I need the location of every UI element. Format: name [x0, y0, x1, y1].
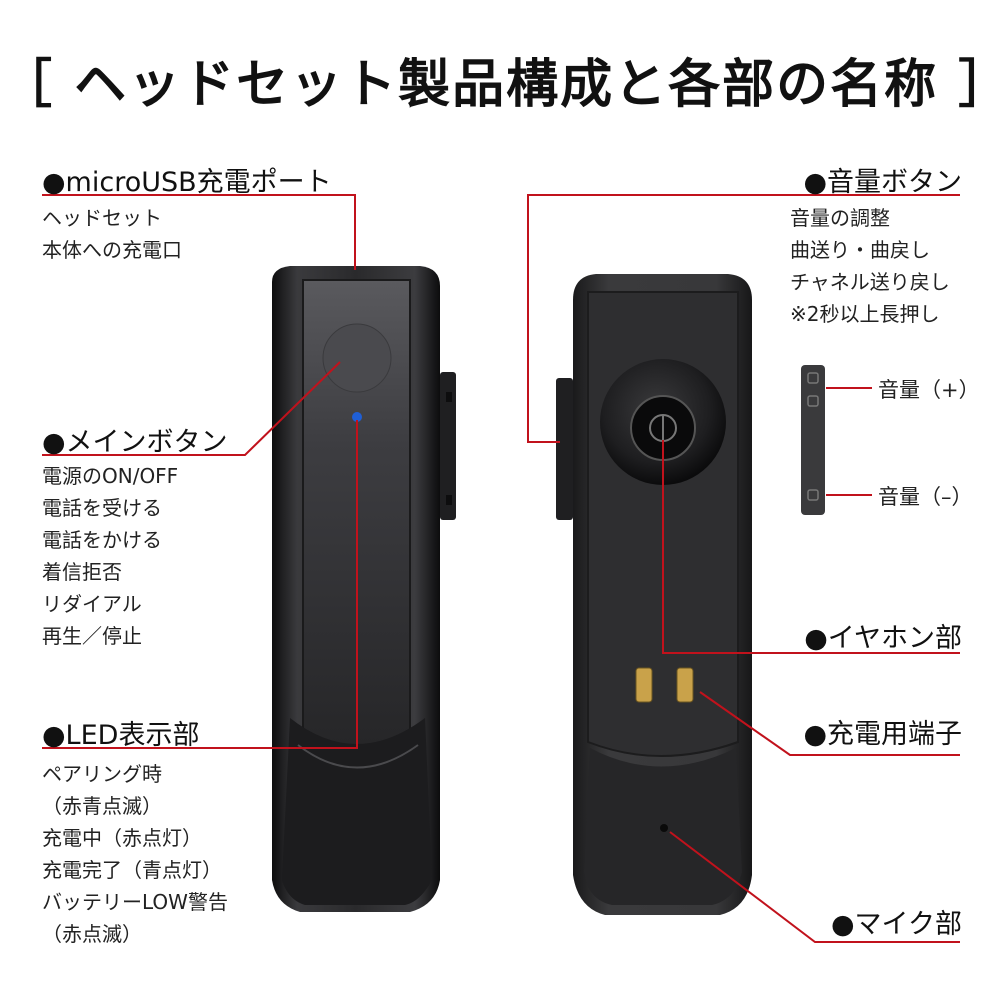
main-button-desc-line: 再生／停止 [42, 624, 142, 648]
volume-button-desc-line: ※2秒以上長押し [790, 302, 940, 326]
leader-lines [42, 194, 960, 943]
volume-strip [801, 365, 825, 515]
main-button-desc-line: 電話をかける [42, 528, 162, 552]
led-desc-line: 充電中（赤点灯） [42, 826, 202, 850]
led-desc-line: （赤点滅） [42, 922, 142, 946]
mic-heading: ●マイク部 [830, 909, 962, 940]
headset-front-view [272, 266, 456, 912]
volume-button-desc: 音量の調整 曲送り・曲戻し チャネル送り戻し ※2秒以上長押し [790, 202, 950, 330]
led-desc: ペアリング時 （赤青点滅） 充電中（赤点灯） 充電完了（青点灯） バッテリーLO… [42, 758, 228, 950]
led-indicator [352, 412, 362, 422]
usb-port-desc-line: 本体への充電口 [42, 238, 182, 262]
main-button-desc-line: 電源のON/OFF [42, 464, 179, 488]
usb-port-desc-line: ヘッドセット [42, 206, 162, 230]
earphone-heading: ●イヤホン部 [804, 623, 962, 654]
main-button-desc: 電源のON/OFF 電話を受ける 電話をかける 着信拒否 リダイアル 再生／停止 [42, 460, 178, 652]
main-button-desc-line: リダイアル [42, 592, 142, 616]
volume-down-label: 音量（–） [878, 485, 973, 509]
headset-back-view [556, 274, 752, 915]
led-desc-line: 充電完了（青点灯） [42, 858, 222, 882]
volume-button-desc-line: 音量の調整 [790, 206, 890, 230]
volume-up-label: 音量（+） [878, 378, 980, 402]
main-button-desc-line: 電話を受ける [42, 496, 162, 520]
main-button-heading: ●メインボタン [42, 427, 228, 458]
volume-button-heading: ●音量ボタン [803, 167, 962, 198]
volume-button-desc-line: 曲送り・曲戻し [790, 238, 930, 262]
main-button-desc-line: 着信拒否 [42, 560, 122, 584]
usb-port-heading: ●microUSB充電ポート [42, 167, 332, 198]
usb-port-desc: ヘッドセット 本体への充電口 [42, 202, 182, 266]
led-heading: ●LED表示部 [42, 720, 200, 751]
led-desc-line: バッテリーLOW警告 [42, 890, 228, 914]
volume-button-desc-line: チャネル送り戻し [790, 270, 950, 294]
page-title: ［ ヘッドセット製品構成と各部の名称 ］ [0, 55, 1000, 115]
charging-terminal-heading: ●充電用端子 [803, 719, 962, 750]
led-desc-line: ペアリング時 [42, 762, 162, 786]
led-desc-line: （赤青点滅） [42, 794, 162, 818]
